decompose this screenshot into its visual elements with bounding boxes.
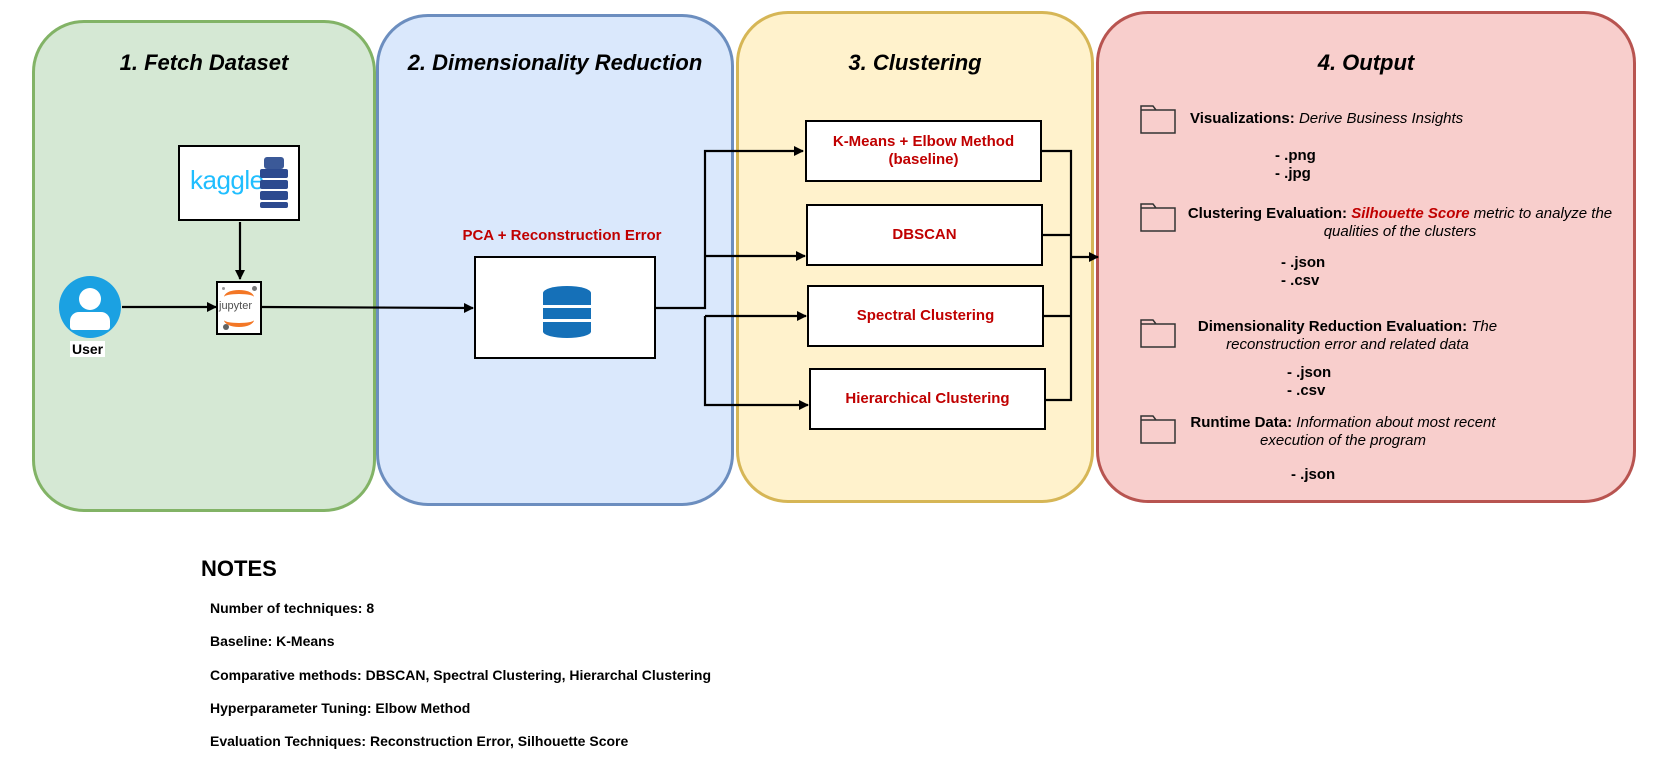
output-title: 4. Output (1317, 50, 1415, 75)
visualizations-ext-jpg: - .jpg (1275, 165, 1311, 182)
note-line: Number of techniques: 8 (210, 600, 375, 616)
output-runtime-data: Runtime Data: Information about most rec… (1183, 414, 1503, 450)
user-label: User (70, 341, 106, 357)
hierarchical-clustering-box: Hierarchical Clustering (809, 368, 1046, 430)
folder-icon (1140, 200, 1176, 232)
folder-icon (1140, 316, 1176, 348)
dbscan-label: DBSCAN (892, 226, 957, 243)
runtime-data-ext-json: - .json (1291, 466, 1336, 483)
output-visualizations: Visualizations: Derive Business Insights (1190, 110, 1463, 128)
database-icon (543, 286, 591, 338)
dimred-eval-label: Dimensionality Reduction Evaluation: (1197, 318, 1468, 335)
clustering-eval-ext-json: - .json (1281, 254, 1326, 271)
dimred-eval-ext-json: - .json (1287, 364, 1332, 381)
user-icon (59, 276, 121, 338)
output-clustering-evaluation: Clustering Evaluation: Silhouette Score … (1180, 205, 1620, 241)
spectral-clustering-box: Spectral Clustering (807, 285, 1044, 347)
dimred-eval-desc: The reconstruction error and related dat… (1226, 318, 1498, 353)
visualizations-desc: Derive Business Insights (1298, 110, 1464, 127)
visualizations-label: Visualizations: (1190, 110, 1295, 127)
notes-heading: NOTES (201, 556, 277, 581)
dbscan-box: DBSCAN (806, 204, 1043, 266)
database-stack-icon (258, 157, 290, 208)
output-dimred-evaluation: Dimensionality Reduction Evaluation: The… (1185, 318, 1510, 354)
kaggle-box: kaggle (178, 145, 300, 221)
kmeans-baseline-label: (baseline) (888, 151, 959, 168)
note-line: Evaluation Techniques: Reconstruction Er… (210, 733, 629, 749)
jupyter-icon: jupyter (216, 281, 262, 335)
note-line: Hyperparameter Tuning: Elbow Method (210, 700, 471, 716)
pca-box (474, 256, 656, 359)
visualizations-ext-png: - .png (1275, 147, 1316, 164)
kmeans-label: K-Means + Elbow Method (832, 133, 1015, 150)
folder-icon (1140, 102, 1176, 134)
clustering-eval-label: Clustering Evaluation: (1187, 205, 1348, 222)
kmeans-elbow-box: K-Means + Elbow Method (baseline) (805, 120, 1042, 182)
note-line: Comparative methods: DBSCAN, Spectral Cl… (210, 667, 711, 683)
clustering-eval-ext-csv: - .csv (1281, 272, 1320, 289)
clustering-eval-desc: metric to analyze the qualities of the c… (1323, 205, 1613, 240)
runtime-data-desc: Information about most recent execution … (1260, 414, 1496, 449)
folder-icon (1140, 412, 1176, 444)
silhouette-score-highlight: Silhouette Score (1351, 205, 1470, 222)
runtime-data-label: Runtime Data: (1190, 414, 1293, 431)
note-line: Baseline: K-Means (210, 633, 335, 649)
lane-output (1096, 11, 1636, 503)
clustering-title: 3. Clustering (848, 50, 982, 75)
pca-label: PCA + Reconstruction Error (462, 227, 662, 244)
dimred-eval-ext-csv: - .csv (1287, 382, 1326, 399)
spectral-clustering-label: Spectral Clustering (856, 307, 995, 324)
kaggle-logo-text: kaggle (190, 165, 264, 195)
fetch-dataset-title: 1. Fetch Dataset (119, 50, 289, 75)
jupyter-label: jupyter (219, 300, 253, 312)
lane-fetch-dataset (32, 20, 376, 512)
hierarchical-clustering-label: Hierarchical Clustering (845, 390, 1010, 407)
dimensionality-reduction-title: 2. Dimensionality Reduction (407, 50, 703, 75)
